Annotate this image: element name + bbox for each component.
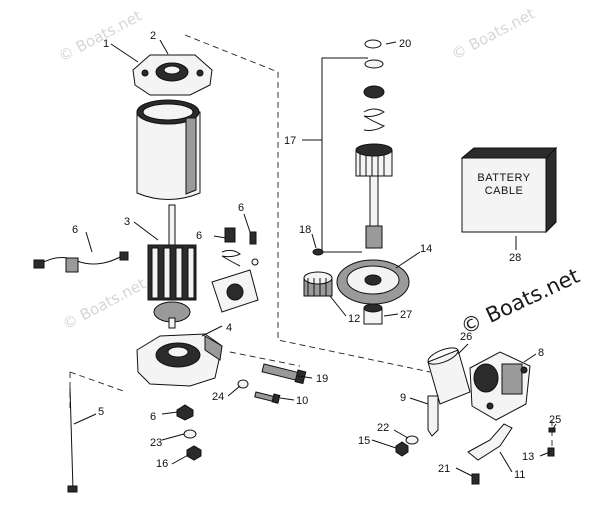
callout-28: 28 [509, 252, 521, 264]
gear-12-part [303, 271, 333, 297]
drive-end-housing-part [136, 333, 223, 387]
callout-1: 1 [103, 38, 109, 50]
washer-24-part [237, 379, 249, 389]
washer-18-part [312, 248, 324, 256]
callout-25: 25 [549, 414, 561, 426]
nut-16-part [186, 445, 202, 461]
bracket-17 [321, 57, 368, 253]
callout-20: 20 [399, 38, 411, 50]
watermark-top-left: © Boats.net [55, 7, 144, 66]
drive-shaft-part [365, 175, 383, 249]
battery-cable-label-line2: CABLE [485, 185, 524, 197]
callout-8: 8 [538, 347, 544, 359]
screw-21-part [471, 473, 480, 485]
washer-23-part [183, 429, 197, 439]
through-bolt-part [67, 387, 78, 493]
callout-6-spring: 6 [196, 230, 202, 242]
callout-17: 17 [284, 135, 296, 147]
drive-pinion-part [355, 143, 393, 177]
callout-6-brush: 6 [238, 202, 244, 214]
callout-22: 22 [377, 422, 389, 434]
brush-plate-part [211, 227, 259, 313]
callout-23: 23 [150, 437, 162, 449]
boot-26-part [427, 347, 471, 405]
connector-9-part [427, 395, 439, 437]
callout-4: 4 [226, 322, 232, 334]
watermark-main: © Boats.net [457, 264, 583, 340]
battery-cable-box [460, 146, 558, 234]
spring-stack-part [363, 59, 386, 131]
callout-13: 13 [522, 451, 534, 463]
bolt-19-part [261, 363, 307, 385]
screw-13-part [547, 447, 555, 457]
watermark-mid-left: © Boats.net [59, 275, 148, 334]
callout-21: 21 [438, 463, 450, 475]
end-cap-part [132, 54, 213, 96]
assembly-outline-left [69, 34, 431, 410]
leader-lines [73, 39, 557, 477]
callout-5: 5 [98, 406, 104, 418]
battery-cable-label-line1: BATTERY [477, 172, 530, 184]
callout-6-nut: 6 [150, 411, 156, 423]
wire-lead-part [33, 251, 129, 273]
callout-2: 2 [150, 30, 156, 42]
washer-22-part [405, 435, 419, 445]
callout-11: 11 [514, 469, 525, 481]
callout-9: 9 [400, 392, 406, 404]
watermark-top-right: © Boats.net [448, 5, 537, 64]
snap-ring-20-part [364, 39, 382, 49]
callout-24: 24 [212, 391, 224, 403]
callout-14: 14 [420, 243, 432, 255]
callout-3: 3 [124, 216, 130, 228]
starter-housing-part [136, 99, 201, 200]
callout-27: 27 [400, 309, 412, 321]
callout-6-wire: 6 [72, 224, 78, 236]
screw-10-part [254, 391, 281, 404]
callout-12: 12 [348, 313, 360, 325]
callout-16: 16 [156, 458, 168, 470]
callout-26: 26 [460, 331, 472, 343]
armature-part [147, 204, 197, 329]
nut-6-part [176, 404, 194, 421]
nut-15-part [395, 441, 409, 457]
callout-19: 19 [316, 373, 328, 385]
callout-10: 10 [296, 395, 308, 407]
bushing-27-part [363, 303, 383, 325]
solenoid-8-part [469, 351, 531, 421]
bracket-11-part [467, 423, 513, 461]
callout-15: 15 [358, 435, 370, 447]
gear-14-part [336, 259, 410, 305]
callout-18: 18 [299, 224, 311, 236]
